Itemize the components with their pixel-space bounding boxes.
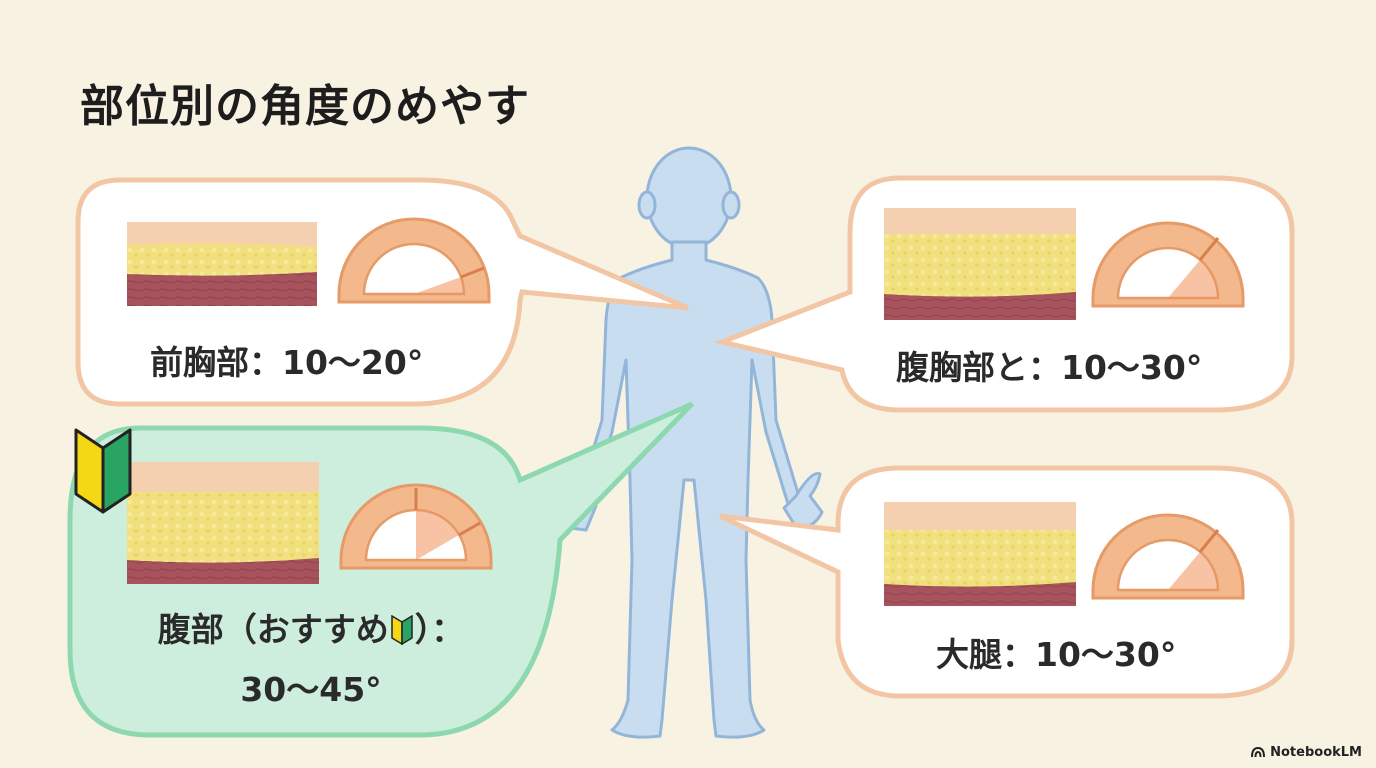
protractor-icon <box>337 217 491 304</box>
notebooklm-logo-icon <box>1251 747 1266 758</box>
label-thigh: 大腿：10〜30° <box>936 635 1177 674</box>
bubble-chest <box>75 177 689 407</box>
skin-cross-section <box>127 462 319 584</box>
label-abdomen-part2: ）： <box>414 610 465 649</box>
torso-and-legs <box>576 240 802 739</box>
skin-cross-section <box>884 208 1076 320</box>
beginner-mark-icon <box>391 615 413 645</box>
brand-name: NotebookLM <box>1270 745 1362 760</box>
bubble-abdomen <box>67 401 694 738</box>
label-abdomen-range: 30〜45° <box>240 670 382 709</box>
skin-cross-section <box>126 222 318 306</box>
protractor-icon <box>1091 513 1245 600</box>
beginner-mark-icon <box>74 428 132 514</box>
head <box>645 146 733 250</box>
label-chest: 前胸部：10〜20° <box>150 343 424 382</box>
brand-watermark: NotebookLM <box>1251 745 1362 760</box>
protractor-icon <box>1091 221 1245 308</box>
label-abdomen: 腹部（おすすめ ）： 30〜45° <box>138 600 484 720</box>
page-title: 部位別の角度のめやす <box>80 81 530 132</box>
skin-cross-section <box>884 502 1076 606</box>
label-abdomen-chest: 腹胸部と：10〜30° <box>896 348 1203 387</box>
label-abdomen-part1: 腹部（おすすめ <box>157 610 389 649</box>
bubble-thigh <box>718 465 1295 699</box>
protractor-icon <box>339 483 493 570</box>
bubble-abdomen-chest <box>713 175 1295 413</box>
